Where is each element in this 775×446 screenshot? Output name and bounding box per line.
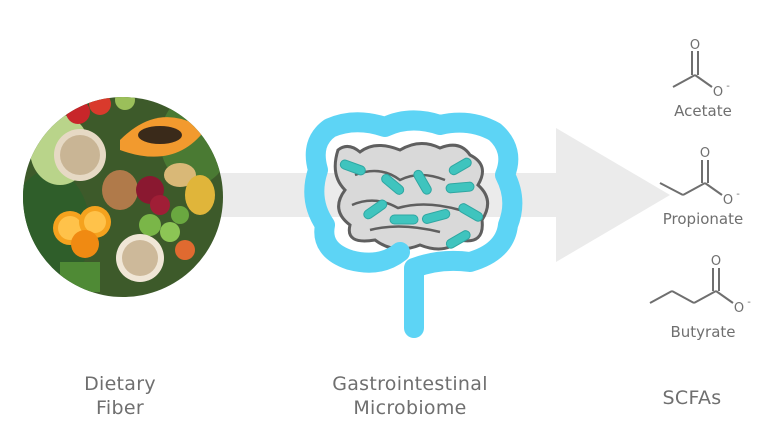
acetate-oxygen-double: O bbox=[690, 38, 700, 53]
caption-line: SCFAs bbox=[662, 387, 722, 409]
acetate-oxygen-charged: O bbox=[713, 85, 723, 100]
acetate-charge: - bbox=[726, 81, 730, 92]
butyrate-label: Butyrate bbox=[670, 323, 736, 341]
propionate-oxygen-charged: O bbox=[723, 193, 733, 208]
scfa-caption: SCFAs bbox=[632, 386, 752, 410]
propionate-oxygen-double: O bbox=[700, 146, 710, 161]
microbiome-caption: Gastrointestinal Microbiome bbox=[300, 372, 520, 420]
caption-line: Dietary bbox=[84, 373, 156, 395]
butyrate-oxygen-double: O bbox=[711, 254, 721, 269]
bacteria-icon bbox=[339, 157, 484, 249]
colon-icon bbox=[304, 110, 523, 338]
dietary-fiber-caption: Dietary Fiber bbox=[40, 372, 200, 420]
acetate-structure bbox=[672, 51, 713, 88]
butyrate-oxygen-charged: O bbox=[734, 301, 744, 316]
food-plate-icon bbox=[23, 97, 223, 297]
propionate-charge: - bbox=[736, 189, 740, 200]
propionate-structure bbox=[659, 160, 723, 196]
propionate-label: Propionate bbox=[662, 210, 744, 228]
caption-line: Fiber bbox=[96, 397, 144, 419]
acetate-label: Acetate bbox=[674, 102, 732, 120]
butyrate-structure bbox=[649, 268, 734, 304]
caption-line: Microbiome bbox=[353, 397, 467, 419]
butyrate-charge: - bbox=[747, 297, 751, 308]
caption-line: Gastrointestinal bbox=[332, 373, 488, 395]
